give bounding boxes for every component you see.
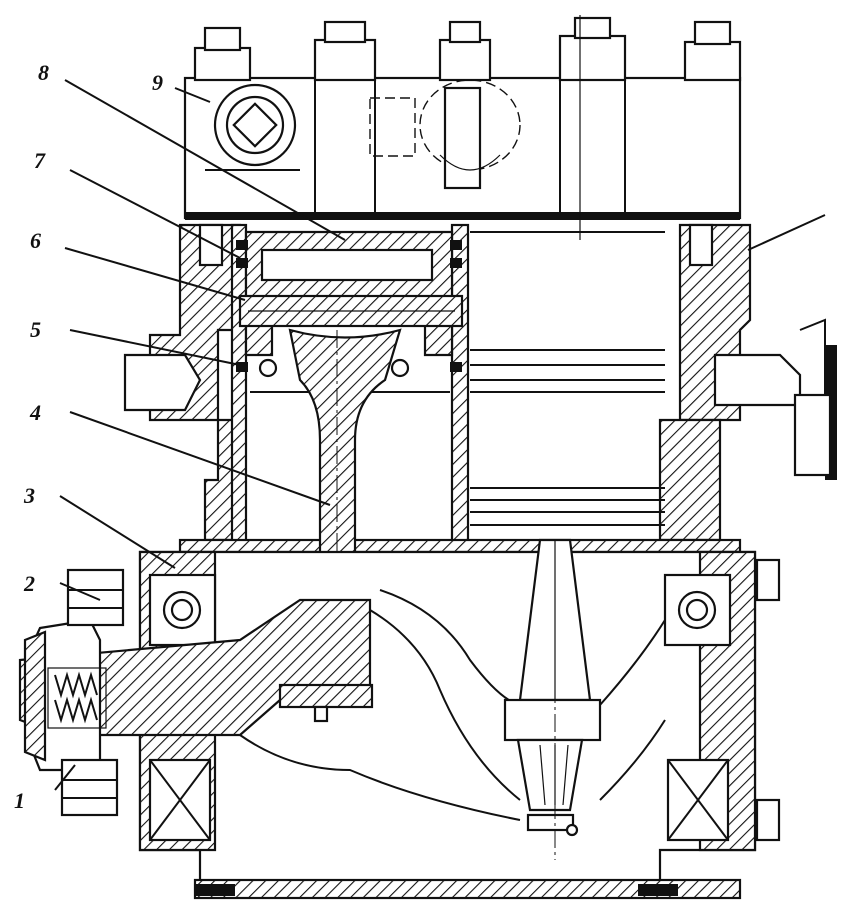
cylinder-block (123, 223, 837, 554)
leader-2 (59, 582, 101, 601)
callout-4: 4 (29, 400, 41, 425)
leader-5 (69, 329, 241, 366)
callout-labels: 1 2 3 4 5 6 7 8 9 (14, 60, 163, 813)
callout-9: 9 (152, 70, 163, 95)
crankshaft (18, 15, 666, 860)
leader-7 (69, 169, 241, 259)
piston (236, 230, 464, 378)
leader-3 (59, 495, 176, 569)
leader-lines (54, 79, 826, 791)
leader-8 (64, 79, 346, 241)
callout-8: 8 (38, 60, 49, 85)
leader-1 (54, 764, 76, 791)
cylinder-head (183, 16, 742, 220)
leader-4 (69, 411, 331, 506)
leader-6 (64, 247, 246, 301)
leader-9 (174, 87, 211, 103)
callout-7: 7 (34, 148, 46, 173)
callout-5: 5 (30, 317, 41, 342)
callout-6: 6 (30, 228, 41, 253)
callout-2: 2 (23, 571, 35, 596)
callout-1: 1 (14, 788, 25, 813)
callout-3: 3 (23, 483, 35, 508)
leader-right-upper (747, 214, 826, 251)
